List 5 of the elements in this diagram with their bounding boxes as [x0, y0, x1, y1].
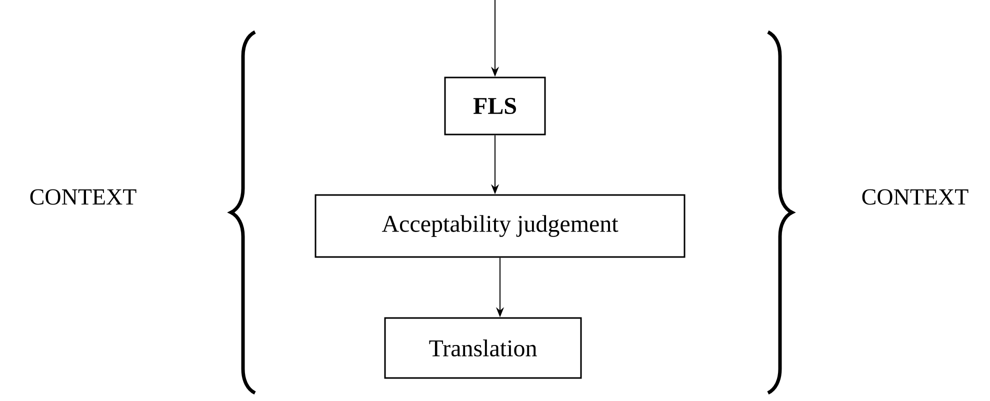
process-box: Translation	[384, 317, 582, 379]
context-label: CONTEXT	[862, 189, 968, 205]
process-box: FLS	[444, 76, 546, 136]
context-label: CONTEXT	[30, 189, 136, 205]
process-box: Acceptability judgement	[314, 194, 686, 258]
